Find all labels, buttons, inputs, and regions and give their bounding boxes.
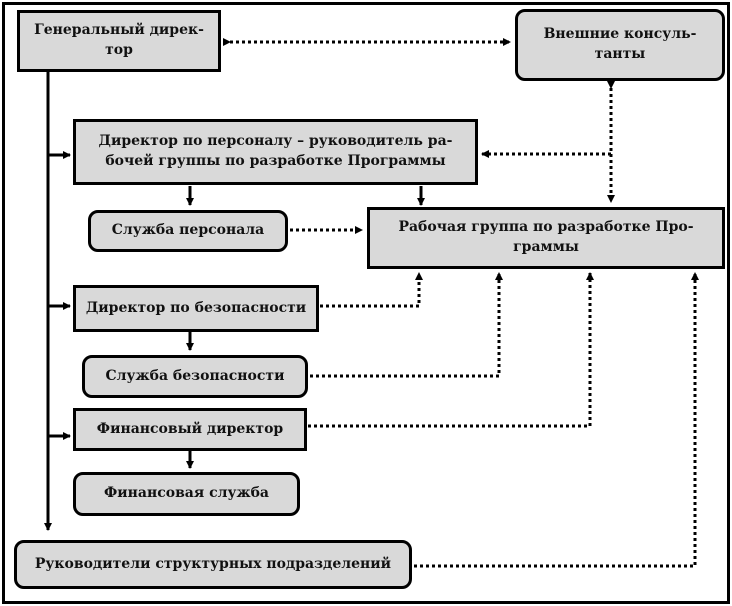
node-unit-heads-label: Руководители структурных подразделений — [34, 555, 392, 572]
node-ceo: Генеральный дирек- тор — [17, 10, 221, 72]
node-working-group: Рабочая группа по разработке Про- граммы — [367, 207, 725, 269]
node-consultants-line2: танты — [594, 46, 646, 62]
node-hr-director-line1: Директор по персоналу – руководитель ра- — [98, 133, 453, 150]
node-hr-service-label: Служба персонала — [111, 222, 265, 239]
node-security-service-label: Служба безопасности — [105, 367, 285, 384]
node-hr-director: Директор по персоналу – руководитель ра-… — [73, 119, 478, 185]
link-cfo-working-group — [308, 272, 594, 428]
node-finance-service-label: Финансовая служба — [103, 485, 269, 502]
link-unit-heads-working-group — [414, 272, 699, 568]
node-security-director-label: Директор по безопасности — [85, 299, 307, 316]
node-cfo: Финансовый директор — [73, 408, 307, 451]
node-ceo-line1: Генеральный дирек- — [34, 22, 204, 39]
link-security-service-working-group — [310, 272, 503, 378]
link-security-director-working-group — [320, 272, 423, 308]
node-finance-service: Финансовая служба — [73, 472, 300, 516]
node-external-consultants: Внешние консуль- танты — [515, 9, 725, 81]
node-security-service: Служба безопасности — [82, 355, 308, 398]
node-cfo-label: Финансовый директор — [96, 420, 284, 437]
node-consultants-line1: Внешние консуль- — [543, 26, 697, 43]
node-working-group-line1: Рабочая группа по разработке Про- — [398, 219, 694, 236]
node-ceo-line2: тор — [105, 42, 133, 58]
node-hr-service: Служба персонала — [88, 210, 288, 252]
node-hr-director-line2: бочей группы по разработке Программы — [105, 153, 446, 169]
node-unit-heads: Руководители структурных подразделений — [14, 540, 412, 589]
node-security-director: Директор по безопасности — [73, 285, 319, 332]
node-working-group-line2: граммы — [513, 239, 579, 255]
